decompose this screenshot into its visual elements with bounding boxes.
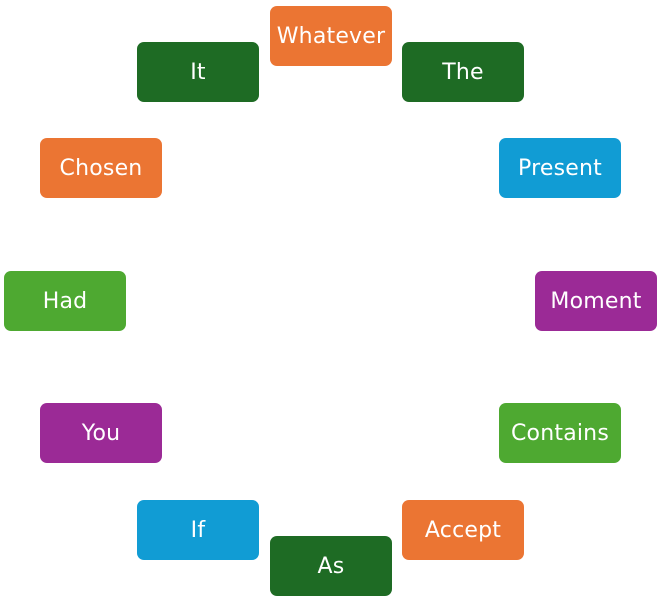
word-label: Contains bbox=[511, 420, 609, 446]
word-box-it: It bbox=[137, 42, 259, 102]
word-box-if: If bbox=[137, 500, 259, 560]
word-box-as: As bbox=[270, 536, 392, 596]
word-label: Chosen bbox=[59, 155, 143, 181]
word-label: Whatever bbox=[276, 23, 386, 49]
word-label: Present bbox=[518, 155, 602, 181]
word-label: The bbox=[442, 59, 484, 85]
word-box-accept: Accept bbox=[402, 500, 524, 560]
word-label: Moment bbox=[550, 288, 642, 314]
word-box-contains: Contains bbox=[499, 403, 621, 463]
word-box-had: Had bbox=[4, 271, 126, 331]
word-box-present: Present bbox=[499, 138, 621, 198]
word-label: If bbox=[190, 517, 206, 543]
word-box-moment: Moment bbox=[535, 271, 657, 331]
word-label: As bbox=[317, 553, 345, 579]
word-box-whatever: Whatever bbox=[270, 6, 392, 66]
word-box-you: You bbox=[40, 403, 162, 463]
word-label: You bbox=[81, 420, 121, 446]
word-box-the: The bbox=[402, 42, 524, 102]
word-label: Accept bbox=[424, 517, 502, 543]
word-label: Had bbox=[42, 288, 88, 314]
word-label: It bbox=[190, 59, 206, 85]
word-box-chosen: Chosen bbox=[40, 138, 162, 198]
